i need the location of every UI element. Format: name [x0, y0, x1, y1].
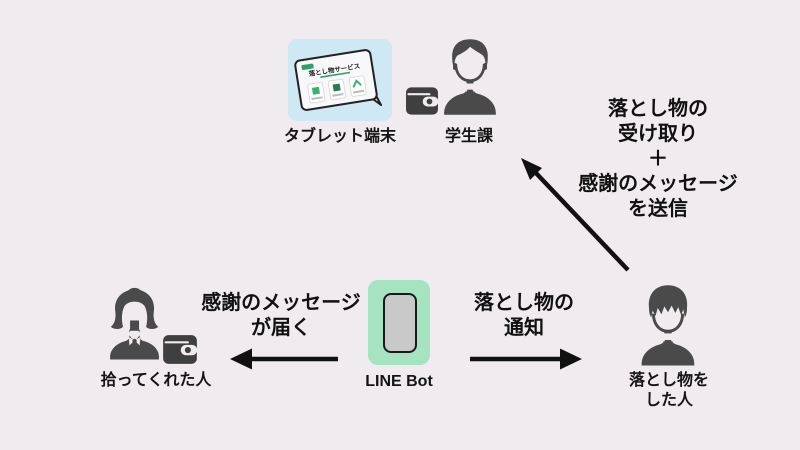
handover-note-line: 感謝のメッセージ — [578, 173, 738, 195]
student-wallet-icon — [405, 85, 439, 117]
loser-label-line: した人 — [644, 392, 693, 409]
tablet-panel: 落とし物サービス — [288, 39, 392, 121]
loser-label: 落とし物を した人 — [589, 371, 749, 411]
handover-note-line: を送信 — [628, 198, 688, 220]
line-bot-label: LINE Bot — [365, 373, 433, 390]
handover-note-line: ＋ — [648, 148, 668, 170]
tablet-on-stand-icon: 落とし物サービス — [294, 49, 382, 111]
student-office-label: 学生課 — [444, 128, 493, 145]
loser-label-line: 落とし物を — [628, 372, 709, 389]
tablet-label: タブレット端末 — [283, 128, 396, 145]
thanks-note-line: 感謝のメッセージ — [201, 292, 361, 314]
finder-wallet-icon — [162, 333, 198, 366]
finder-label: 拾ってくれた人 — [100, 372, 212, 389]
loser-young-man-icon — [630, 283, 706, 367]
handover-note-line: 受け取り — [618, 123, 698, 145]
handover-note-line: 落とし物の — [608, 98, 708, 120]
notify-note-line: 通知 — [504, 317, 544, 339]
thanks-note: 感謝のメッセージ が届く — [191, 291, 371, 341]
notify-note: 落とし物の 通知 — [434, 291, 614, 341]
notify-note-line: 落とし物の — [474, 292, 574, 314]
line-bot-panel — [368, 280, 430, 365]
notify-arrow — [470, 348, 582, 370]
handover-note: 落とし物の 受け取り ＋ 感謝のメッセージ を送信 — [558, 97, 758, 222]
student-office-businessman-icon — [436, 32, 504, 122]
finder-woman-icon — [100, 280, 164, 368]
smartphone-icon — [383, 293, 417, 353]
thanks-arrow — [230, 348, 338, 370]
thanks-note-line: が届く — [251, 317, 311, 339]
